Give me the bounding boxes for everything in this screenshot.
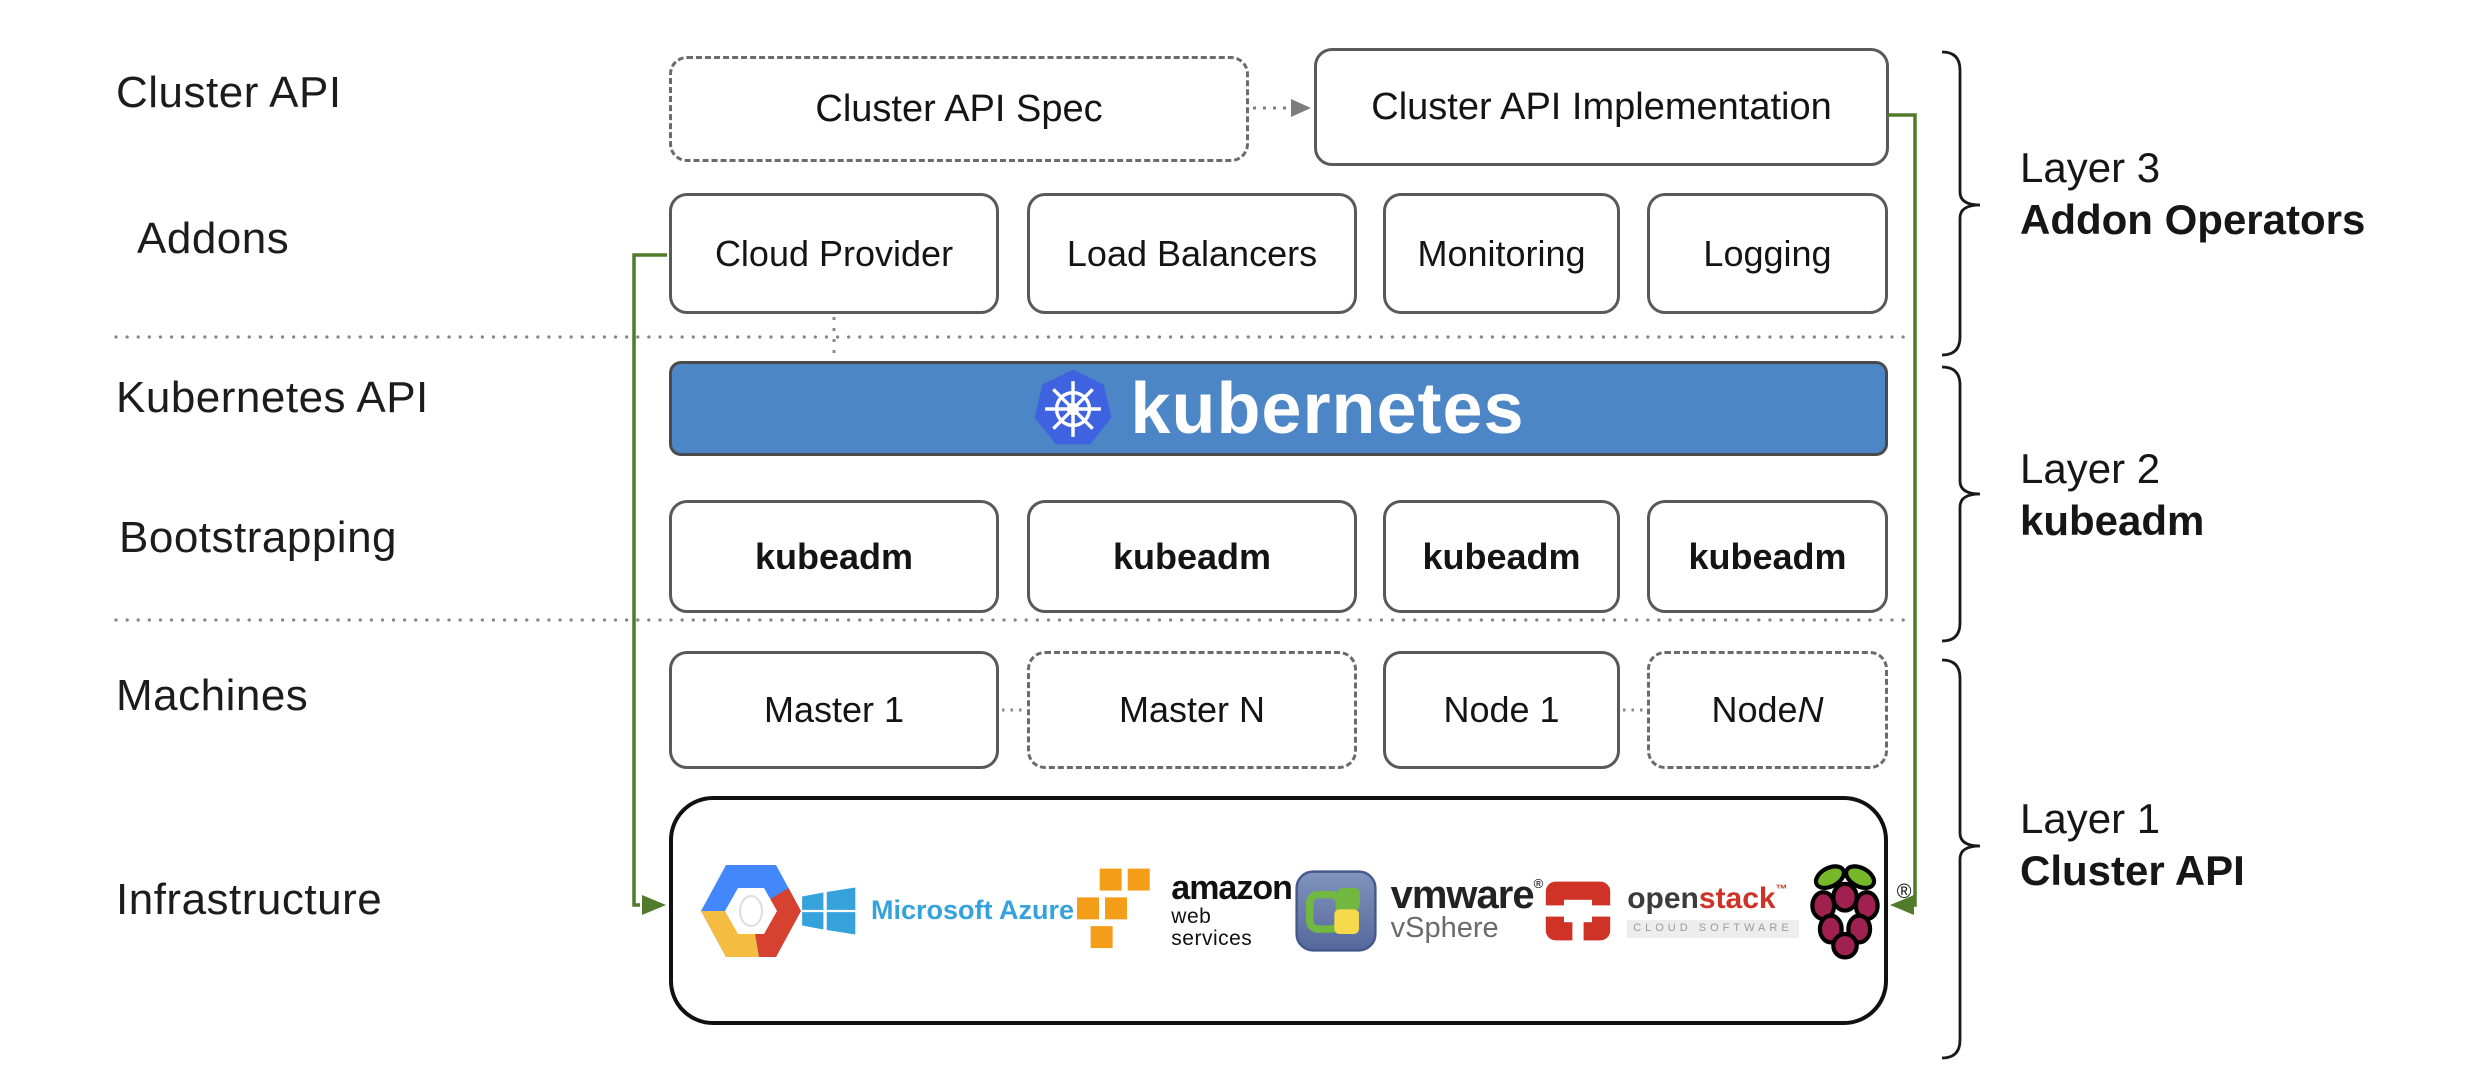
openstack-icon (1543, 881, 1614, 946)
cloud-provider-to-infrastructure-line (632, 253, 667, 907)
amazon-wordmark: amazon (1171, 868, 1293, 907)
infrastructure-box: Microsoft Azure amazon web services (669, 796, 1911, 1025)
addon-box-cloud-provider: Cloud Provider (669, 193, 999, 314)
vmware-vsphere-icon (1295, 869, 1377, 952)
raspberry-pi-logo: ® (1799, 853, 1912, 969)
cluster-api-spec-label: Cluster API Spec (815, 87, 1103, 130)
row-label-cluster-api: Cluster API (116, 68, 342, 117)
layer-3-line2: Addon Operators (2020, 196, 2366, 243)
kubeadm-label: kubeadm (1688, 535, 1847, 577)
kubeadm-label: kubeadm (754, 535, 914, 577)
node-n-italic: N (1797, 689, 1824, 730)
cluster-api-spec-box: Cluster API Spec (669, 56, 1249, 162)
implementation-to-infrastructure-line (1887, 113, 1917, 907)
master-1-label: Master 1 (763, 689, 905, 730)
google-cloud-logo (701, 857, 801, 965)
monitoring-label: Monitoring (1417, 232, 1586, 274)
layer-2-brace (1941, 365, 1981, 643)
kubernetes-helm-icon (1035, 369, 1112, 444)
cluster-api-implementation-box: Cluster API Implementation (1314, 48, 1889, 166)
cluster-api-implementation-label: Cluster API Implementation (1371, 85, 1832, 128)
left-green-arrowhead (642, 895, 666, 915)
openstack-tm-mark: ™ (1775, 882, 1788, 897)
raspberry-pi-icon (1809, 863, 1880, 960)
kubeadm-box-2: kubeadm (1027, 500, 1357, 613)
amazon-web-services-logo: amazon web services (1074, 865, 1295, 957)
microsoft-azure-logo: Microsoft Azure (801, 883, 1074, 939)
google-cloud-icon (701, 864, 801, 957)
layer-1-brace (1941, 658, 1981, 1060)
machine-box-node-n: Node N (1647, 651, 1888, 769)
row-label-bootstrapping: Bootstrapping (119, 513, 398, 562)
layer-1-line2: Cluster API (2020, 847, 2245, 894)
kubeadm-box-4: kubeadm (1647, 500, 1888, 613)
layer-3-brace (1941, 50, 1981, 357)
node-n-label: Node (1711, 689, 1798, 730)
kubeadm-label: kubeadm (1422, 535, 1581, 577)
layer-2-label: Layer 2 kubeadm (2020, 443, 2204, 547)
layer-3-line1: Layer 3 (2020, 144, 2161, 191)
node-1-label: Node 1 (1443, 689, 1560, 730)
layer-2-line1: Layer 2 (2020, 445, 2161, 492)
kubeadm-box-3: kubeadm (1383, 500, 1620, 613)
kubeadm-label: kubeadm (1112, 535, 1272, 577)
kubernetes-banner: kubernetes (669, 361, 1888, 456)
machine-box-master-1: Master 1 (669, 651, 999, 769)
row-label-infrastructure: Infrastructure (116, 875, 383, 924)
microsoft-azure-icon (802, 886, 856, 935)
cloud-software-text: CLOUD SOFTWARE (1627, 919, 1799, 938)
kubernetes-wordmark: kubernetes (1130, 368, 1525, 449)
vmware-registered-mark: ® (1533, 876, 1544, 892)
kubeadm-box-1: kubeadm (669, 500, 999, 613)
raspberry-registered-mark: ® (1896, 880, 1912, 903)
load-balancers-label: Load Balancers (1066, 232, 1318, 274)
layer-2-line2: kubeadm (2020, 497, 2205, 544)
openstack-logo: openstack™ CLOUD SOFTWARE (1543, 876, 1799, 946)
row-label-kubernetes-api: Kubernetes API (116, 373, 429, 422)
addon-box-logging: Logging (1647, 193, 1888, 314)
amazon-web-services-icon (1074, 865, 1153, 951)
layer-3-label: Layer 3 Addon Operators (2020, 142, 2365, 246)
vsphere-text: vSphere (1390, 912, 1499, 945)
vmware-vsphere-logo: vmware® vSphere (1295, 869, 1544, 952)
openstack-wordmark: openstack™ (1627, 882, 1788, 916)
vmware-wordmark: vmware® (1390, 873, 1544, 918)
web-services-text: web services (1171, 905, 1253, 951)
spec-to-implementation-arrowhead (1291, 99, 1311, 117)
machine-box-node-1: Node 1 (1383, 651, 1620, 769)
machine-box-master-n: Master N (1027, 651, 1357, 769)
azure-wordmark: Microsoft Azure (871, 895, 1075, 925)
row-label-addons: Addons (137, 214, 290, 263)
logging-label: Logging (1703, 232, 1832, 274)
row-label-machines: Machines (116, 671, 309, 720)
layer-1-line1: Layer 1 (2020, 795, 2161, 842)
addon-box-monitoring: Monitoring (1383, 193, 1620, 314)
cloud-provider-label: Cloud Provider (714, 232, 954, 274)
master-n-label: Master N (1118, 689, 1266, 730)
layer-1-label: Layer 1 Cluster API (2020, 793, 2245, 897)
addon-box-load-balancers: Load Balancers (1027, 193, 1357, 314)
